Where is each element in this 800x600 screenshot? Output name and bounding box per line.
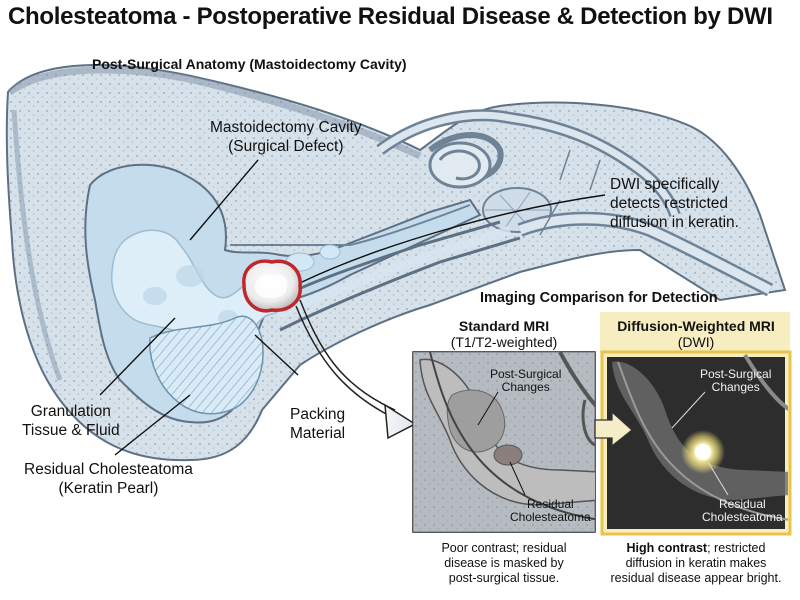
label-line: (Surgical Defect) (228, 138, 344, 155)
dwi-label-post-surgical: Post-Surgical Changes (700, 368, 771, 394)
label-line: Residual (719, 497, 766, 511)
packing-material (149, 315, 264, 415)
label-mastoidectomy-cavity: Mastoidectomy Cavity (Surgical Defect) (210, 118, 362, 156)
caption-line: disease is masked by (444, 556, 564, 570)
dwi-header-background (600, 312, 790, 354)
caption-rest: ; restricted (707, 541, 766, 555)
standard-mri-caption: Poor contrast; residual disease is maske… (418, 541, 590, 586)
caption-line: post-surgical tissue. (448, 571, 560, 585)
label-line: Material (290, 425, 346, 442)
label-granulation-tissue: Granulation Tissue & Fluid (22, 402, 120, 440)
label-line: Post-Surgical (700, 367, 772, 381)
standard-mri-heading: Standard MRI (T1/T2-weighted) (413, 318, 595, 350)
caption-bold: High contrast (626, 541, 708, 555)
std-label-residual: Residual Cholesteatoma (510, 498, 591, 524)
label-line: DWI specifically (610, 176, 720, 193)
anatomy-subtitle: Post-Surgical Anatomy (Mastoidectomy Cav… (92, 56, 407, 72)
caption-line: diffusion in keratin makes (625, 556, 767, 570)
dwi-subtitle: (DWI) (677, 334, 715, 350)
leader-lines (99, 159, 606, 456)
arrow-between-panels (594, 410, 634, 448)
dwi-label-residual: Residual Cholesteatoma (702, 498, 783, 524)
dwi-image (600, 350, 792, 536)
label-packing-material: Packing Material (290, 405, 345, 443)
dwi-heading: Diffusion-Weighted MRI (DWI) (602, 318, 790, 350)
label-line: Mastoidectomy Cavity (210, 119, 362, 136)
label-line: Cholesteatoma (510, 510, 591, 524)
label-line: Packing (290, 406, 346, 423)
label-line: detects restricted (610, 195, 729, 212)
label-line: Residual (527, 497, 574, 511)
caption-line: Poor contrast; residual (441, 541, 567, 555)
caption-line: residual disease appear bright. (610, 571, 782, 585)
caption-line: High contrast; restricted (604, 541, 788, 556)
dwi-title: Diffusion-Weighted MRI (617, 318, 775, 334)
label-line: Changes (711, 380, 760, 394)
comparison-heading: Imaging Comparison for Detection (480, 290, 718, 306)
standard-mri-image (412, 351, 596, 533)
label-line: Granulation (30, 403, 111, 420)
keratin-pearl (242, 259, 302, 313)
standard-mri-subtitle: (T1/T2-weighted) (450, 334, 558, 350)
label-line: (Keratin Pearl) (58, 480, 159, 497)
label-residual-cholesteatoma: Residual Cholesteatoma (Keratin Pearl) (24, 460, 193, 498)
std-label-post-surgical: Post-Surgical Changes (490, 368, 561, 394)
main-title: Cholesteatoma - Postoperative Residual D… (8, 3, 773, 30)
label-line: Post-Surgical (490, 367, 562, 381)
label-line: Tissue & Fluid (22, 422, 120, 439)
dwi-caption: High contrast; restricted diffusion in k… (604, 541, 788, 586)
standard-mri-title: Standard MRI (458, 318, 550, 334)
label-line: Cholesteatoma (702, 510, 783, 524)
callout-arrow (295, 299, 417, 440)
inner-ear (376, 109, 774, 297)
label-line: diffusion in keratin. (610, 214, 739, 231)
label-line: Changes (501, 380, 550, 394)
label-line: Residual Cholesteatoma (24, 461, 193, 478)
label-dwi-note: DWI specifically detects restricted diff… (610, 175, 739, 232)
